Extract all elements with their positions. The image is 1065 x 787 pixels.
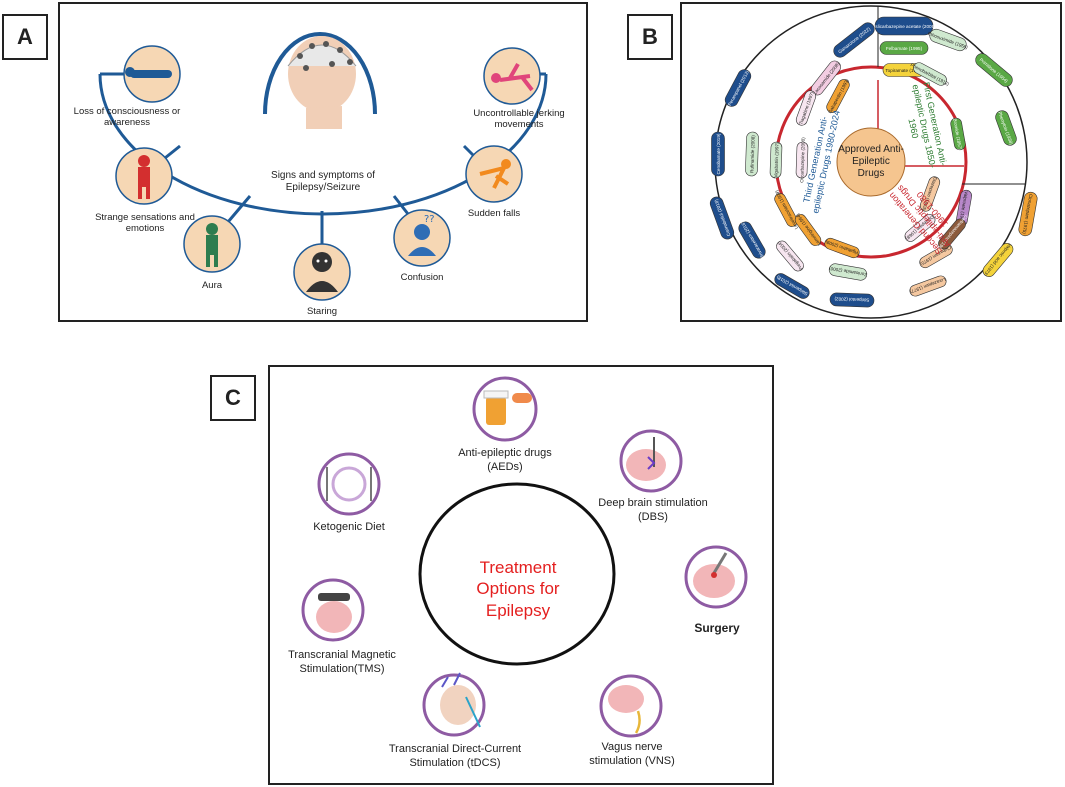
drug-pill-shape <box>879 41 929 55</box>
drug-pill-label: Topiramate (1996) <box>885 68 923 73</box>
drug-pill-shape <box>711 131 725 177</box>
drug-pill-label: Felbamate (1995) <box>886 46 923 51</box>
surgery-label: Surgery <box>694 621 740 635</box>
drug-pill-shape <box>938 218 966 250</box>
panel-c-graphics <box>301 376 748 738</box>
drug-pill-shape <box>829 292 875 308</box>
vns-label: Vagus nerve stimulation (VNS) <box>589 741 675 767</box>
drug-pill-label: Oxcarbazepine (2000) <box>799 137 806 183</box>
drug-pill-shape <box>909 275 947 297</box>
drug-pill-shape <box>833 22 875 58</box>
panel-label-b: B <box>627 14 673 60</box>
drug-pill-shape <box>826 79 850 113</box>
drug-pill-label: Cenobamate (2019) <box>716 133 721 174</box>
drug-pill-shape <box>950 117 966 151</box>
vns-circle <box>599 674 663 738</box>
drug-pill-shape <box>913 62 947 86</box>
drug-pill-shape <box>904 214 936 242</box>
wheel-center <box>836 127 906 197</box>
drug-pill-shape <box>774 193 798 227</box>
symptom-jerking-circle <box>483 47 541 105</box>
drug-pill-shape <box>745 131 759 177</box>
drug-pill-shape <box>776 240 804 272</box>
symptom-loss-circle <box>123 45 181 103</box>
drug-pill-label: Vigabatrin (1997) <box>773 142 779 178</box>
drug-pill-shape <box>769 141 783 179</box>
drug-pill-shape <box>919 176 941 212</box>
drug-pill-label: Rufinamide (2008) <box>749 135 755 173</box>
drug-pill-shape <box>738 221 766 259</box>
surgery-circle <box>684 545 748 609</box>
panel-a-graphics: ?? <box>98 32 548 301</box>
drug-pill-shape <box>824 237 860 259</box>
dbs-circle <box>619 429 683 493</box>
drug-pill-shape <box>982 242 1014 278</box>
drug-pill-shape <box>794 214 822 246</box>
panel-label-a: A <box>2 14 48 60</box>
symptom-staring-label: Staring <box>306 306 338 317</box>
eeg-head-icon <box>287 36 357 129</box>
drug-pill-shape <box>724 69 752 107</box>
drug-pill-shape <box>929 28 967 52</box>
drug-pill-label: Bromide (1857) <box>952 118 963 151</box>
drug-pill: Rufinamide (2008) <box>745 131 759 177</box>
drug-pill-shape <box>995 110 1017 146</box>
drug-pill: Bromide (1857) <box>950 117 966 151</box>
panel-c-treatment-options: Treatment Options for Epilepsy Anti-epil… <box>268 365 774 785</box>
drug-pill-shape <box>709 196 735 240</box>
symptom-strange-circle <box>115 147 173 205</box>
keto-label: Ketogenic Diet <box>313 521 385 533</box>
dbs-label: Deep brain stimulation (DBS) <box>598 497 708 523</box>
treatment-center-ellipse <box>418 482 616 666</box>
drug-pill-label: Eslicarbazepine acetate (2009) <box>872 24 936 29</box>
tdcs-label: Transcranial Direct-Current Stimulation … <box>388 743 522 769</box>
symptom-confusion-label: Confusion <box>400 272 444 283</box>
symptom-confusion-circle: ?? <box>393 209 451 267</box>
drug-pill-label: Valproate (1967) <box>958 191 969 226</box>
drug-pill: Vigabatrin (1997) <box>769 141 783 179</box>
drug-pill-shape <box>795 90 817 126</box>
symptom-loss-label: Loss of consciousness or awareness <box>73 106 181 129</box>
head-arc <box>263 32 377 115</box>
symptom-staring-circle <box>293 243 351 301</box>
panel-label-c: C <box>210 375 256 421</box>
drug-pill: Oxcarbazepine (2000) <box>795 137 809 183</box>
tms-label: Transcranial Magnetic Stimulation(TMS) <box>288 649 396 675</box>
symptom-falls-label: Sudden falls <box>467 208 521 219</box>
symptom-strange-label: Strange sensations and emotions <box>95 212 195 235</box>
wheel-center-label: Approved Anti-Epileptic Drugs <box>838 144 904 179</box>
symptom-aura-circle <box>183 215 241 273</box>
svg-text:??: ?? <box>424 214 435 225</box>
drug-pill-shape <box>774 273 810 299</box>
drug-pill: Stiripentol (2002) <box>829 292 875 308</box>
drug-pill-shape <box>874 16 934 36</box>
panel-a-signs-symptoms: ?? Signs and symptoms of Epilepsy/Seizur… <box>58 2 588 322</box>
drug-pill: Eslicarbazepine acetate (2009) <box>872 16 936 36</box>
drug-pill-shape <box>828 263 868 281</box>
aeds-circle <box>472 376 538 442</box>
drug-pill-shape <box>1018 191 1038 237</box>
drug-pill: Cenobamate (2019) <box>711 131 725 177</box>
drug-pill-shape <box>919 243 953 269</box>
tms-circle <box>301 578 365 642</box>
drug-pill: Zonisamide (2000) <box>828 263 868 281</box>
aeds-label: Anti-epileptic drugs (AEDs) <box>458 447 552 473</box>
panel-a-center-title: Signs and symptoms of Epilepsy/Seizure <box>271 170 375 193</box>
panel-b-anti-epileptic-drugs: Eslicarbazepine acetate (2009) Felbamate … <box>680 2 1062 322</box>
symptom-aura-label: Aura <box>201 280 223 291</box>
drug-pill-label: Stiripentol (2002) <box>834 296 870 302</box>
drug-pill-label: Zonisamide (2000) <box>828 266 867 278</box>
treatment-center-title: Treatment Options for Epilepsy <box>476 558 560 620</box>
drug-pill-shape <box>975 53 1013 87</box>
drug-pill: Felbamate (1995) <box>879 41 929 55</box>
symptom-falls-circle <box>465 145 523 203</box>
keto-circle <box>317 452 381 516</box>
drug-pill: Clonazepam (1975) <box>1018 191 1038 237</box>
tdcs-circle <box>422 672 486 737</box>
drug-wheel: Eslicarbazepine acetate (2009) Felbamate … <box>709 5 1038 319</box>
symptom-jerking-label: Uncontrollable jerking movements <box>473 108 565 131</box>
drug-pill-shape <box>795 141 809 179</box>
